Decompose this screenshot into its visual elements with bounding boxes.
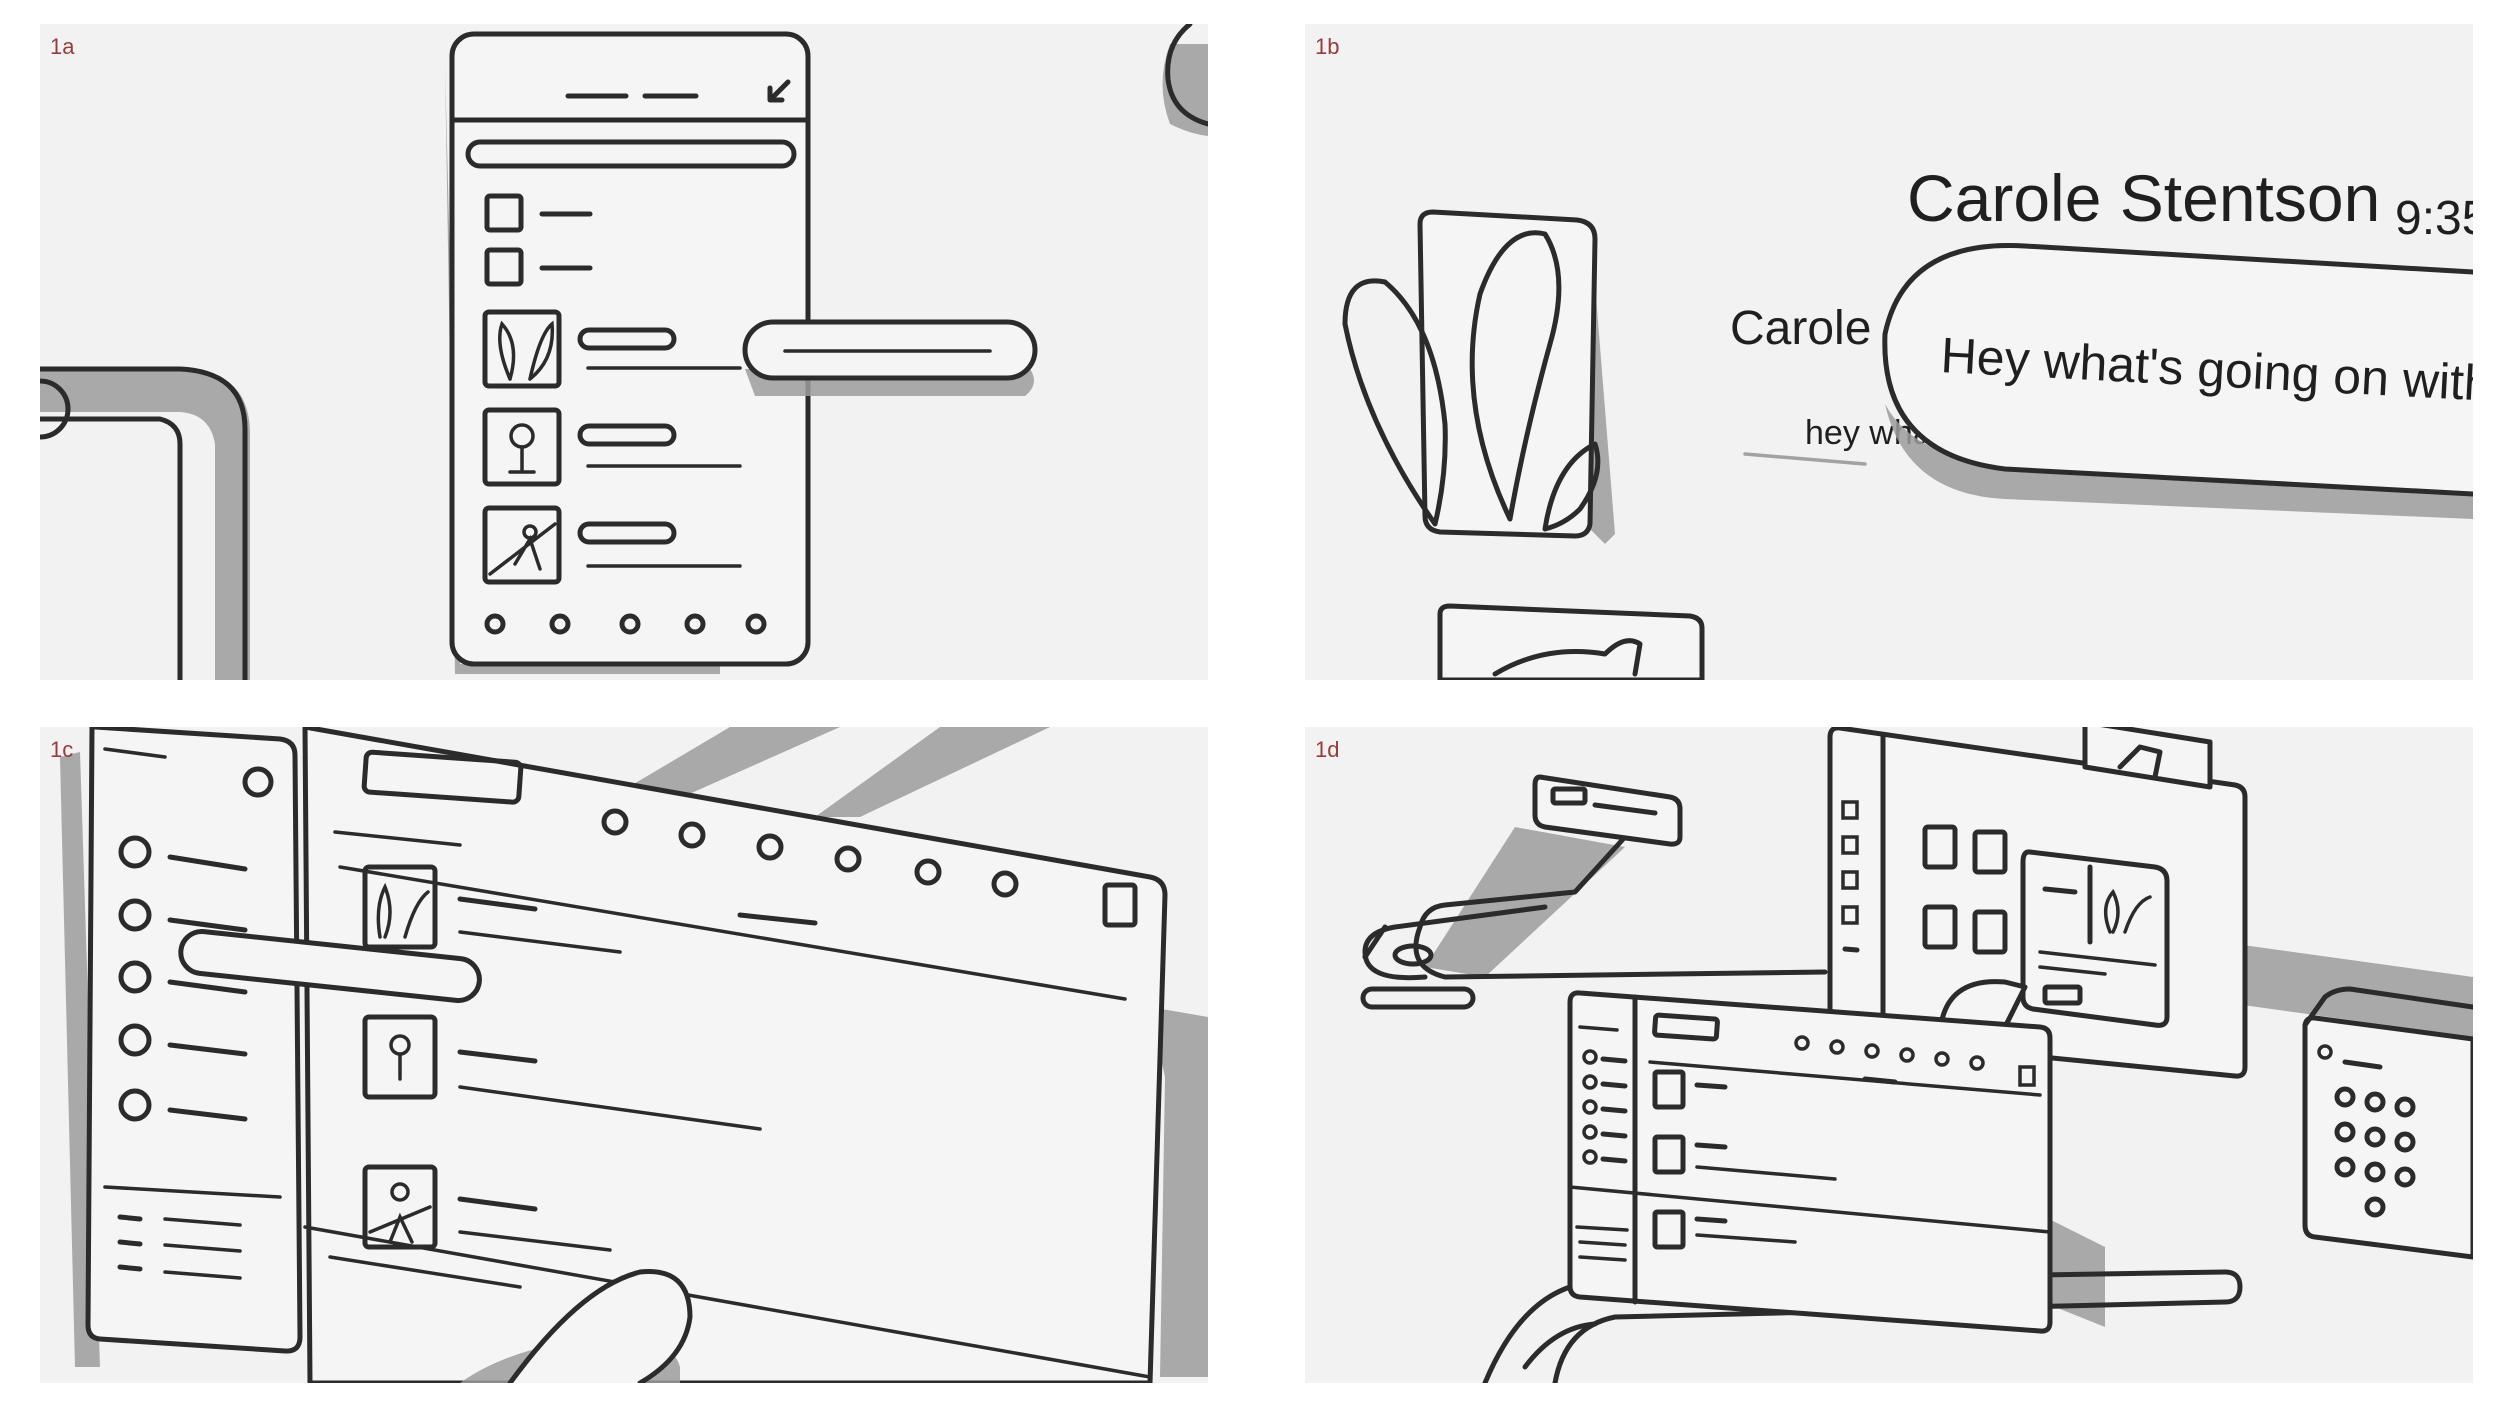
figure-thumbnail-icon — [482, 505, 562, 585]
checkbox-icon — [484, 193, 524, 233]
minimize-icon — [767, 79, 791, 103]
sketch-message-zoom: Carole hey wha Carole Stentson 9:35 Hey … — [1342, 161, 2473, 680]
panel-label: 1b — [1315, 34, 1340, 59]
desktop-window — [1567, 990, 2053, 1334]
drag-pill — [178, 929, 482, 1003]
contact-name-small: Carole — [1730, 302, 1871, 355]
panel-label: 1c — [50, 737, 74, 762]
checkbox-icon — [484, 247, 524, 287]
panel-1a: 1a — [40, 24, 1208, 680]
sketch-phone-list — [40, 24, 1208, 680]
message-bubble[interactable] — [1882, 243, 2473, 497]
sketch-desktop-list — [60, 727, 1208, 1383]
plant-card — [2020, 849, 2170, 1028]
panel-1d: 1d — [1305, 727, 2473, 1383]
contact-name-large: Carole Stentson — [1907, 161, 2380, 235]
floor-pill — [1360, 986, 1476, 1010]
finger-pointer — [507, 1269, 693, 1383]
sketch-isometric-devices — [1360, 727, 2473, 1383]
search-bar — [465, 139, 797, 169]
bird-thumbnail-icon — [1437, 603, 1705, 680]
panel-label: 1d — [1315, 737, 1340, 762]
panel-1c: 1c — [40, 727, 1208, 1383]
panel-1b: 1b Carole hey wha Carole Stentson 9:35 H… — [1305, 24, 2473, 680]
leaf-thumbnail-icon — [482, 309, 562, 389]
notification-card — [1532, 774, 1683, 847]
panel-label: 1a — [50, 34, 75, 59]
leaf-thumbnail-icon — [362, 864, 438, 950]
message-time: 9:35 — [2395, 192, 2473, 245]
plant-thumbnail-icon — [1417, 209, 1598, 539]
figure-thumbnail-icon — [362, 1164, 438, 1250]
window-control-icon — [1102, 882, 1138, 928]
person-thumbnail-icon — [482, 407, 562, 487]
person-thumbnail-icon — [362, 1014, 438, 1100]
search-field — [361, 749, 524, 805]
